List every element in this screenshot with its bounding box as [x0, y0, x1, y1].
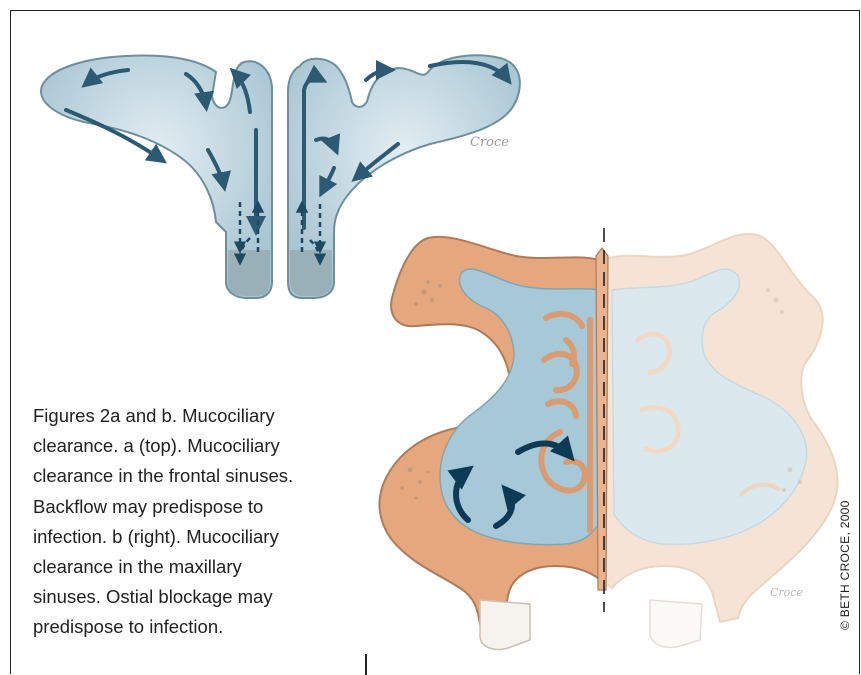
caption-line: clearance. a (top). Mucociliary — [33, 431, 363, 461]
frontal-signature: Croce — [470, 135, 509, 150]
nasal-septum — [596, 248, 608, 590]
caption-line: infection. b (right). Mucociliary — [33, 522, 363, 552]
caption-line: clearance in the frontal sinuses. — [33, 461, 363, 491]
maxillary-sinus-left-bone — [379, 237, 604, 630]
copyright-credit: © BETH CROCE, 2000 — [838, 500, 852, 630]
caption-line: clearance in the maxillary — [33, 552, 363, 582]
figure-caption: Figures 2a and b. Mucociliary clearance.… — [33, 401, 363, 643]
maxillary-sinus-pale-half: Croce — [604, 234, 838, 647]
caption-line: sinuses. Ostial blockage may — [33, 582, 363, 612]
caption-line: Backflow may predispose to — [33, 492, 363, 522]
maxillary-signature: Croce — [770, 586, 803, 599]
caption-line: predispose to infection. — [33, 612, 363, 642]
tooth — [480, 600, 530, 650]
caption-line: Figures 2a and b. Mucociliary — [33, 401, 363, 431]
frontal-sinus-left — [41, 56, 272, 298]
